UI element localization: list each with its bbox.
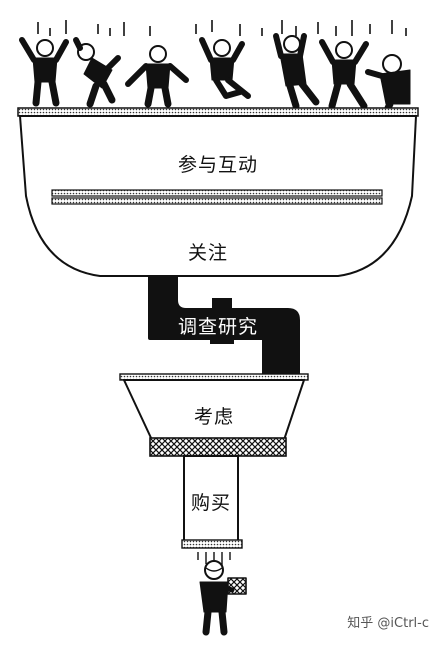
person-icon [125, 45, 189, 108]
watermark: 知乎 @iCtrl-c [347, 616, 429, 631]
motion-lines [37, 20, 407, 36]
stage-label-consideration: 考虑 [193, 406, 235, 428]
customer-icon [199, 560, 247, 636]
person-icon [19, 37, 69, 107]
stage-label-purchase: 购买 [190, 492, 232, 514]
drip-lines [197, 552, 231, 566]
upper-funnel [17, 107, 419, 277]
lower-funnel [119, 373, 309, 457]
person-icon [73, 37, 121, 108]
purchase-tube [181, 455, 243, 549]
stage-label-research: 调查研究 [177, 316, 259, 338]
stage-label-attention: 关注 [187, 242, 229, 264]
person-icon [319, 39, 369, 110]
person-icon [199, 37, 251, 99]
stage-label-interaction: 参与互动 [177, 154, 259, 176]
crowd [19, 33, 411, 112]
connector-pipe [148, 276, 300, 376]
person-icon [273, 33, 320, 110]
person-icon [365, 54, 411, 112]
